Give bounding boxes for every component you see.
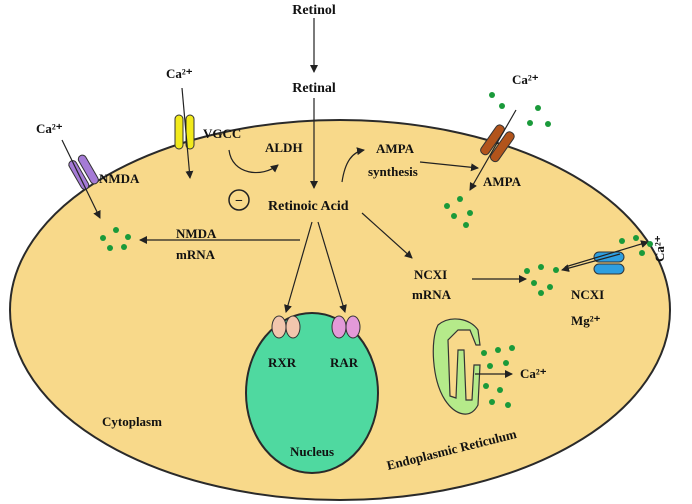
inhibition-symbol: − bbox=[235, 194, 243, 209]
label-ampa-synthesis-2: synthesis bbox=[368, 164, 418, 179]
nmda-influx-arrow bbox=[61, 139, 101, 219]
ampa-influx-arrow bbox=[469, 109, 517, 191]
label-ncxi-channel: NCXI bbox=[571, 287, 604, 302]
endoplasmic-reticulum bbox=[432, 318, 481, 415]
label-cytoplasm: Cytoplasm bbox=[102, 414, 162, 429]
rxr-receptor bbox=[271, 315, 301, 339]
label-ca-vgcc: Ca²⁺ bbox=[166, 66, 193, 81]
label-rar: RAR bbox=[330, 355, 359, 370]
ion-cluster-ncxi-outside bbox=[619, 235, 653, 256]
label-ca-er: Ca²⁺ bbox=[520, 366, 547, 381]
label-vgcc: VGCC bbox=[203, 126, 241, 141]
rar-receptor bbox=[331, 315, 361, 339]
label-retinol: Retinol bbox=[292, 3, 336, 18]
arrow-synthesis-to-ampa bbox=[419, 161, 479, 172]
label-ampa-channel: AMPA bbox=[483, 174, 522, 189]
label-ncxi-mrna-2: mRNA bbox=[412, 287, 452, 302]
arrow-vgcc-to-aldh bbox=[228, 149, 279, 174]
arrow-to-ncxi-mrna bbox=[361, 212, 413, 259]
label-retinal: Retinal bbox=[292, 81, 336, 96]
label-retinoic-acid: Retinoic Acid bbox=[268, 199, 349, 214]
ion-cluster-ncxi-inside bbox=[524, 264, 559, 296]
vgcc-influx-arrow bbox=[181, 87, 194, 179]
arrow-to-rar bbox=[317, 221, 347, 313]
ncxi-efflux-arrow bbox=[564, 240, 649, 268]
ion-cluster-ampa-outside bbox=[489, 92, 551, 127]
inhibition-icon bbox=[228, 189, 250, 211]
label-ncxi-mrna-1: NCXI bbox=[414, 267, 447, 282]
ion-cluster-ampa-inside bbox=[444, 196, 473, 228]
ion-cluster-nmda bbox=[100, 227, 131, 251]
label-aldh: ALDH bbox=[265, 140, 303, 155]
ncxi-influx-arrow bbox=[561, 253, 621, 272]
nucleus bbox=[245, 312, 379, 474]
ampa-channel bbox=[480, 124, 515, 163]
label-ca-ampa: Ca²⁺ bbox=[512, 72, 539, 87]
label-nmda-channel: NMDA bbox=[99, 171, 140, 186]
arrow-to-ampa-synthesis bbox=[341, 147, 365, 183]
label-nmda-mrna-1: NMDA bbox=[176, 226, 217, 241]
label-ampa-synthesis-1: AMPA bbox=[376, 141, 415, 156]
label-nucleus: Nucleus bbox=[290, 444, 334, 459]
label-nmda-mrna-2: mRNA bbox=[176, 247, 216, 262]
label-mg: Mg²⁺ bbox=[571, 313, 601, 328]
label-ca-ncxi: Ca²⁺ bbox=[652, 235, 667, 262]
arrow-to-rxr bbox=[284, 221, 313, 313]
label-ca-nmda: Ca²⁺ bbox=[36, 121, 63, 136]
ion-cluster-er bbox=[481, 345, 515, 408]
label-rxr: RXR bbox=[268, 355, 297, 370]
